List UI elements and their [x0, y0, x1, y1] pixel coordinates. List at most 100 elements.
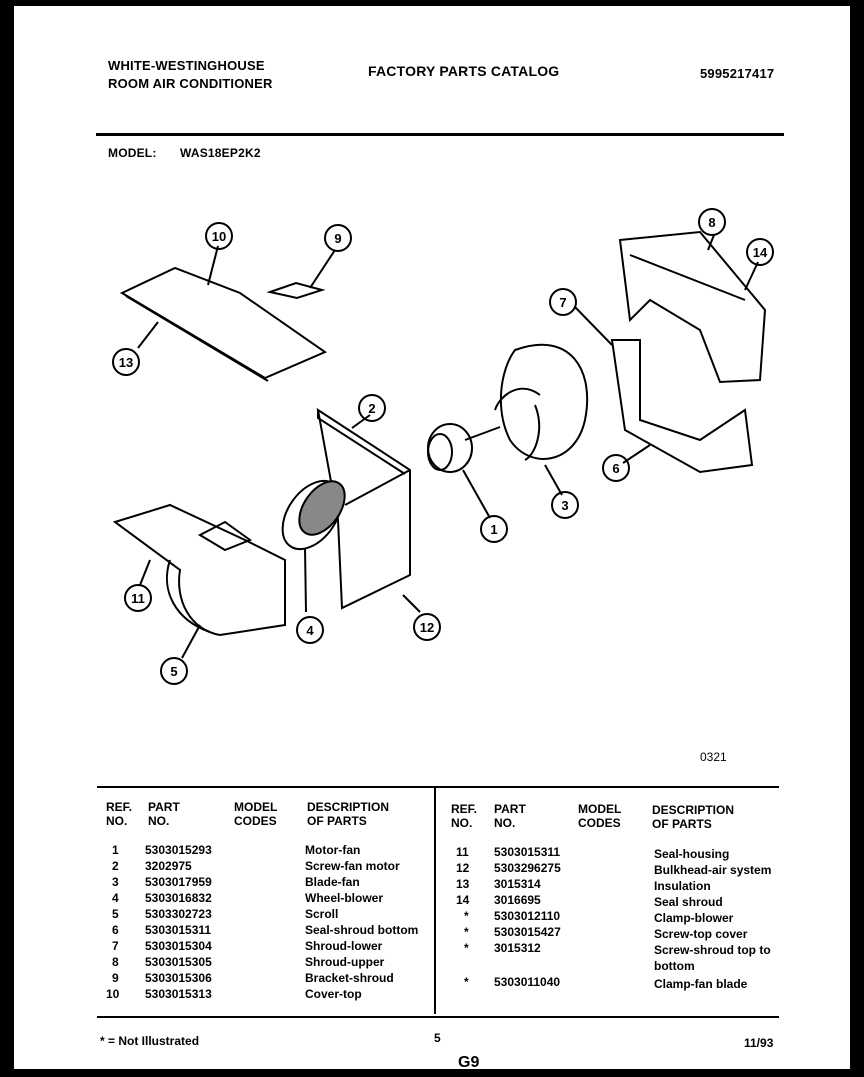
part-motor-fan — [427, 423, 473, 473]
row-part: 5303015304 — [145, 939, 212, 953]
row-ref: 10 — [106, 987, 120, 1001]
row-desc: Insulation — [654, 879, 711, 893]
callout-label: 12 — [420, 620, 434, 635]
row-ref: 7 — [112, 939, 119, 953]
callout-9 — [324, 224, 352, 252]
row-part: 5303015293 — [145, 843, 212, 857]
catalog-number: 5995217417 — [700, 66, 775, 81]
callout-8 — [698, 208, 726, 236]
callout-12 — [413, 613, 441, 641]
row-desc: Shroud-upper — [305, 955, 385, 969]
model-label: MODEL: — [108, 146, 157, 160]
row-desc: Scroll — [305, 907, 339, 921]
header-model-codes: MODEL CODES — [234, 800, 278, 828]
row-ref: 3 — [112, 875, 119, 889]
callout-4 — [296, 616, 324, 644]
model-value: WAS18EP2K2 — [180, 146, 261, 160]
callout-11 — [124, 584, 152, 612]
callout-label: 5 — [170, 664, 177, 679]
row-ref: * — [464, 925, 469, 939]
row-desc: Motor-fan — [305, 843, 361, 857]
header-rule — [96, 133, 784, 136]
exploded-parts-diagram: 10 9 13 2 1 3 4 5 6 7 8 11 12 14 — [112, 208, 774, 685]
row-ref: 5 — [112, 907, 119, 921]
callout-5 — [160, 657, 188, 685]
row-part: 5303015427 — [494, 925, 561, 939]
row-desc: Screw-top cover — [654, 927, 748, 941]
row-ref: 11 — [456, 845, 469, 859]
row-ref: * — [464, 941, 469, 955]
callout-label: 10 — [212, 229, 226, 244]
table-column-divider — [434, 786, 436, 1014]
brand-line-2: ROOM AIR CONDITIONER — [108, 76, 273, 91]
header-part-no: PART NO. — [494, 802, 526, 830]
header-description: DESCRIPTION OF PARTS — [652, 803, 735, 831]
row-part: 5303016832 — [145, 891, 212, 905]
header-ref-no: REF. NO. — [106, 800, 133, 828]
row-ref: 1 — [112, 843, 119, 857]
callout-2 — [358, 394, 386, 422]
brand-line-1: WHITE-WESTINGHOUSE — [108, 58, 265, 73]
row-desc: Bracket-shroud — [305, 971, 394, 985]
revision-date: 11/93 — [744, 1036, 774, 1050]
scan-border-bottom — [0, 1069, 864, 1077]
row-desc: Seal-housing — [654, 847, 730, 861]
callout-6 — [602, 454, 630, 482]
part-scroll — [112, 503, 286, 637]
row-part: 3016695 — [494, 893, 541, 907]
callout-7 — [549, 288, 577, 316]
scan-border-left — [0, 0, 14, 1077]
row-ref: * — [464, 909, 469, 923]
callout-label: 14 — [753, 245, 768, 260]
row-ref: 8 — [112, 955, 119, 969]
header-ref-no: REF. NO. — [451, 802, 478, 830]
not-illustrated-note: * = Not Illustrated — [100, 1034, 200, 1048]
row-ref: 14 — [456, 893, 470, 907]
row-desc: Screw-fan motor — [305, 859, 400, 873]
callout-14 — [746, 238, 774, 266]
row-ref: 9 — [112, 971, 119, 985]
header-model-codes: MODEL CODES — [578, 802, 622, 830]
drawing-code: 0321 — [700, 750, 727, 764]
part-blade-fan — [499, 343, 589, 460]
callout-label: 13 — [119, 355, 133, 370]
callout-1 — [480, 515, 508, 543]
row-desc: Clamp-fan blade — [654, 977, 748, 991]
callout-10 — [205, 222, 233, 250]
row-part: 5303296275 — [494, 861, 561, 875]
row-desc: Screw-shroud top to bottom — [654, 943, 771, 973]
row-part: 5303017959 — [145, 875, 212, 889]
row-desc: Shroud-lower — [305, 939, 383, 953]
row-ref: 13 — [456, 877, 470, 891]
section-code: G9 — [458, 1054, 480, 1071]
row-part: 5303015311 — [494, 845, 561, 859]
part-shroud-upper — [618, 230, 767, 384]
row-part: 5303015313 — [145, 987, 212, 1001]
row-desc: Bulkhead-air system — [654, 863, 772, 877]
row-part: 3015312 — [494, 941, 541, 955]
header-part-no: PART NO. — [148, 800, 180, 828]
row-part: 5303015311 — [145, 923, 212, 937]
row-part: 5303012110 — [494, 909, 561, 923]
row-desc: Clamp-blower — [654, 911, 734, 925]
row-part: 5303015306 — [145, 971, 212, 985]
callout-label: 2 — [368, 401, 375, 416]
parts-table — [97, 786, 779, 1018]
callout-label: 4 — [306, 623, 314, 638]
row-desc: Cover-top — [305, 987, 362, 1001]
row-desc: Blade-fan — [305, 875, 360, 889]
row-part: 5303011040 — [494, 975, 561, 989]
row-part: 3015314 — [494, 877, 541, 891]
callout-13 — [112, 348, 140, 376]
callout-label: 1 — [490, 522, 497, 537]
row-ref: 12 — [456, 861, 470, 875]
callout-label: 3 — [561, 498, 568, 513]
row-part: 5303015305 — [145, 955, 212, 969]
callout-label: 8 — [708, 215, 715, 230]
row-desc: Seal shroud — [654, 895, 723, 909]
scan-border-top — [0, 0, 864, 6]
callout-label: 11 — [131, 591, 145, 606]
row-part: 5303302723 — [145, 907, 212, 921]
row-ref: * — [464, 975, 469, 989]
row-ref: 4 — [112, 891, 119, 905]
